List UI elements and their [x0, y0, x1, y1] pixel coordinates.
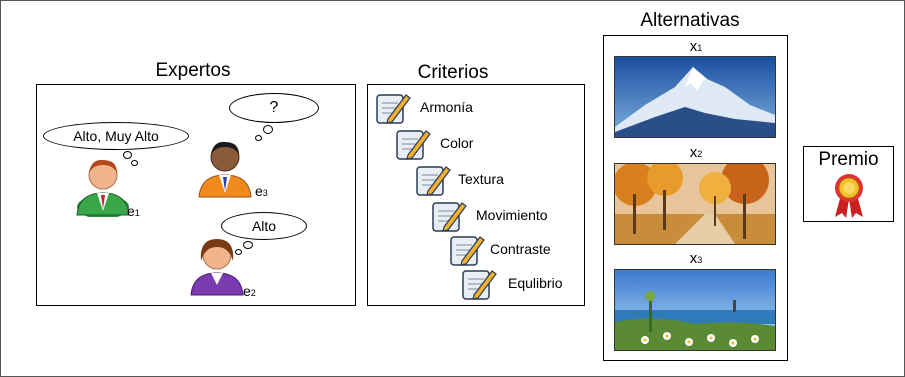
expert-3-avatar: [198, 141, 252, 198]
expert-1-subscript: 1: [134, 208, 140, 218]
notepad-pencil-icon: [450, 236, 485, 266]
alternative-2-label: x2: [676, 144, 716, 161]
thought-dot: [255, 135, 262, 141]
expert-3-letter: e: [255, 183, 263, 199]
coastal-flowers-painting: [614, 269, 776, 351]
criterion-label: Equlibrio: [508, 275, 563, 291]
expert-2-avatar: [190, 239, 244, 296]
experts-box: Alto, Muy Alto ? Alto e1 e3 e2: [36, 84, 356, 306]
alternative-3-letter: x: [689, 250, 698, 267]
alternatives-title: Alternativas: [640, 10, 740, 31]
thought-dot: [235, 249, 242, 255]
thought-dot: [243, 241, 253, 249]
alternative-3-subscript: 3: [697, 255, 703, 265]
snowy-mountain-painting: [614, 56, 776, 138]
thought-dot: [263, 125, 273, 134]
criteria-box: Armonía Color Textura Movimiento Contras…: [367, 84, 585, 306]
expert-2-letter: e: [243, 283, 251, 299]
alternative-2-letter: x: [689, 144, 698, 161]
expert-1-thought: Alto, Muy Alto: [43, 122, 189, 150]
autumn-trees-painting: [614, 163, 776, 245]
experts-title: Expertos: [155, 60, 231, 81]
notepad-pencil-icon: [396, 130, 431, 160]
expert-2-thought: Alto: [221, 212, 307, 240]
alternatives-box: x1 x2 x3: [603, 35, 788, 361]
prize-title: Premio: [818, 149, 879, 170]
alternative-1-label: x1: [676, 38, 716, 55]
criterion-label: Textura: [458, 171, 504, 187]
criterion-label: Contraste: [490, 241, 551, 257]
criterion-label: Armonía: [420, 99, 473, 115]
expert-1-letter: e: [127, 203, 135, 219]
expert-2-subscript: 2: [250, 288, 256, 298]
notepad-pencil-icon: [462, 270, 497, 300]
criterion-label: Color: [440, 135, 474, 151]
criterion-label: Movimiento: [476, 207, 548, 223]
alternative-2-subscript: 2: [697, 149, 703, 159]
thought-dot: [123, 151, 132, 159]
expert-3-thought: ?: [229, 93, 319, 123]
expert-3-subscript: 3: [262, 188, 268, 198]
expert-3-label: e3: [255, 183, 268, 199]
prize-box: Premio: [803, 146, 894, 222]
alternative-1-subscript: 1: [697, 43, 703, 53]
alternative-3-label: x3: [676, 250, 716, 267]
alternative-1-letter: x: [689, 38, 698, 55]
expert-1-avatar: [76, 159, 130, 217]
criteria-title: Criterios: [417, 62, 489, 83]
rosette-ribbon-icon: [835, 174, 863, 218]
expert-2-label: e2: [243, 283, 256, 299]
notepad-pencil-icon: [416, 166, 451, 196]
notepad-pencil-icon: [376, 94, 411, 124]
expert-1-label: e1: [127, 203, 140, 219]
thought-dot: [131, 160, 138, 166]
notepad-pencil-icon: [432, 202, 467, 232]
